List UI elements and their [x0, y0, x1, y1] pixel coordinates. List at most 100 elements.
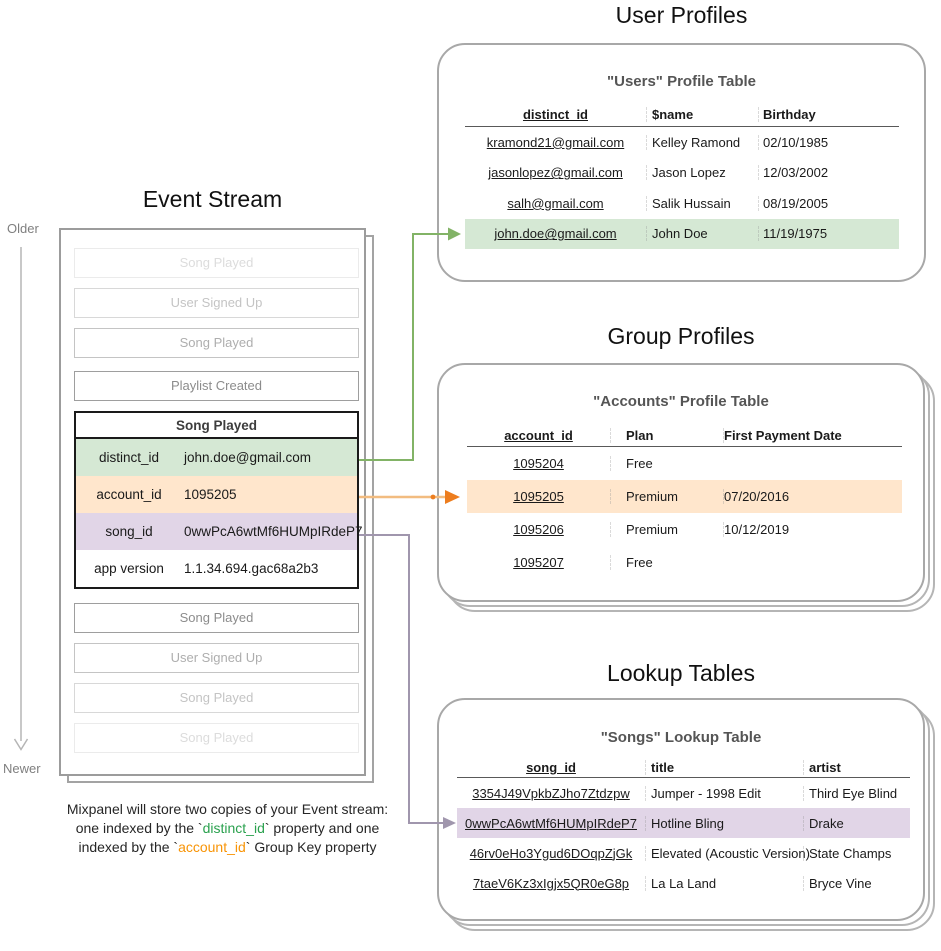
property-key: distinct_id: [98, 450, 160, 465]
table-row-highlighted: 0wwPcA6wtMf6HUMpIRdeP7 Hotline Bling Dra…: [457, 808, 910, 838]
caption: Mixpanel will store two copies of your E…: [25, 800, 430, 857]
column-header: title: [645, 760, 803, 775]
cell-plan: Free: [610, 555, 723, 570]
older-label: Older: [7, 221, 39, 236]
users-table: distinct_id $name Birthday kramond21@gma…: [465, 103, 899, 249]
songs-table: song_id title artist 3354J49VpkbZJho7Ztd…: [457, 758, 910, 898]
cell-song-id: 7taeV6Kz3xIgjx5QR0eG8p: [472, 875, 630, 891]
table-row: jasonlopez@gmail.com Jason Lopez 12/03/2…: [465, 158, 899, 189]
event-property-app-version: app version 1.1.34.694.gac68a2b3: [76, 550, 357, 587]
event-box: Song Played: [74, 328, 359, 358]
cell-song-id: 0wwPcA6wtMf6HUMpIRdeP7: [465, 815, 637, 831]
cell-artist: Third Eye Blind: [803, 785, 910, 801]
newer-label: Newer: [3, 761, 41, 776]
table-row: 7taeV6Kz3xIgjx5QR0eG8p La La Land Bryce …: [457, 868, 910, 898]
cell-birthday: 02/10/1985: [758, 134, 899, 150]
table-header-row: account_id Plan First Payment Date: [467, 425, 902, 447]
property-value: 0wwPcA6wtMf6HUMpIRdeP7: [184, 524, 363, 539]
property-key: song_id: [105, 524, 153, 539]
column-header: song_id: [526, 760, 576, 775]
accounts-table: account_id Plan First Payment Date 10952…: [467, 425, 902, 579]
event-property-account-id: account_id 1095205: [76, 476, 357, 513]
cell-name: Jason Lopez: [646, 165, 758, 181]
table-row: salh@gmail.com Salik Hussain 08/19/2005: [465, 188, 899, 219]
caption-text: ` Group Key property: [245, 839, 377, 855]
column-header: distinct_id: [522, 107, 588, 122]
table-row: 1095204 Free: [467, 447, 902, 480]
caption-line: one indexed by the `distinct_id` propert…: [25, 819, 430, 838]
column-header: account_id: [504, 428, 573, 443]
songs-table-title: "Songs" Lookup Table: [600, 729, 762, 746]
lookup-tables-card: "Songs" Lookup Table song_id title artis…: [437, 698, 925, 921]
table-row: kramond21@gmail.com Kelley Ramond 02/10/…: [465, 127, 899, 158]
cell-distinct-id: jasonlopez@gmail.com: [488, 165, 623, 181]
caption-line: Mixpanel will store two copies of your E…: [66, 801, 389, 817]
caption-text: ` property and one: [264, 820, 380, 836]
cell-title: Elevated (Acoustic Version): [645, 845, 810, 861]
table-row-highlighted: 1095205 Premium 07/20/2016: [467, 480, 902, 513]
caption-line: indexed by the `account_id` Group Key pr…: [25, 838, 430, 857]
property-value: 1.1.34.694.gac68a2b3: [184, 561, 319, 576]
cell-first-payment-date: 07/20/2016: [723, 489, 902, 504]
table-row: 46rv0eHo3Ygud6DOqpZjGk Elevated (Acousti…: [457, 838, 910, 868]
column-header: $name: [646, 107, 758, 122]
cell-plan: Premium: [610, 489, 723, 504]
column-header: Plan: [610, 428, 723, 443]
cell-distinct-id: john.doe@gmail.com: [494, 226, 617, 242]
cell-song-id: 46rv0eHo3Ygud6DOqpZjGk: [469, 845, 633, 861]
expanded-event-name: Song Played: [76, 413, 357, 439]
event-box: Song Played: [74, 723, 359, 753]
cell-distinct-id: kramond21@gmail.com: [486, 134, 625, 150]
cell-birthday: 08/19/2005: [758, 195, 899, 211]
cell-title: Hotline Bling: [645, 815, 803, 831]
cell-artist: State Champs: [803, 845, 910, 861]
cell-name: John Doe: [646, 226, 758, 242]
cell-title: La La Land: [645, 875, 803, 891]
users-table-title: "Users" Profile Table: [607, 73, 756, 90]
table-row: 3354J49VpkbZJho7Ztdzpw Jumper - 1998 Edi…: [457, 778, 910, 808]
event-box: User Signed Up: [74, 288, 359, 318]
property-key: app version: [94, 561, 164, 576]
column-header: First Payment Date: [723, 428, 902, 443]
event-box: Song Played: [74, 603, 359, 633]
cell-artist: Bryce Vine: [803, 875, 910, 891]
column-header: Birthday: [758, 107, 899, 122]
event-property-distinct-id: distinct_id john.doe@gmail.com: [76, 439, 357, 476]
cell-birthday: 11/19/1975: [758, 226, 899, 242]
cell-name: Kelley Ramond: [646, 134, 758, 150]
cell-artist: Drake: [803, 815, 910, 831]
user-profiles-section-title: User Profiles: [615, 2, 748, 28]
cell-first-payment-date: 10/12/2019: [723, 522, 902, 537]
cell-title: Jumper - 1998 Edit: [645, 785, 803, 801]
cell-birthday: 12/03/2002: [758, 165, 899, 181]
table-row: 1095206 Premium 10/12/2019: [467, 513, 902, 546]
lookup-tables-section-title: Lookup Tables: [607, 660, 755, 686]
event-property-song-id: song_id 0wwPcA6wtMf6HUMpIRdeP7: [76, 513, 363, 550]
property-key: account_id: [96, 487, 162, 502]
caption-text: indexed by the `: [78, 839, 179, 855]
group-profiles-card: "Accounts" Profile Table account_id Plan…: [437, 363, 925, 602]
cell-account-id: 1095205: [513, 489, 564, 504]
expanded-event: Song Played distinct_id john.doe@gmail.c…: [74, 411, 363, 589]
cell-name: Salik Hussain: [646, 195, 758, 211]
table-row-highlighted: john.doe@gmail.com John Doe 11/19/1975: [465, 218, 899, 249]
distinct-id-keyword: distinct_id: [202, 820, 265, 836]
accounts-table-title: "Accounts" Profile Table: [593, 393, 769, 410]
cell-song-id: 3354J49VpkbZJho7Ztdzpw: [472, 785, 630, 801]
caption-text: one indexed by the `: [75, 820, 203, 836]
account-id-keyword: account_id: [178, 839, 246, 855]
cell-distinct-id: salh@gmail.com: [507, 195, 604, 211]
event-box: Song Played: [74, 248, 359, 278]
user-profiles-card: "Users" Profile Table distinct_id $name …: [437, 43, 926, 282]
cell-account-id: 1095204: [513, 456, 564, 471]
property-value: 1095205: [184, 487, 237, 502]
table-header-row: song_id title artist: [457, 758, 910, 778]
event-stream-title: Event Stream: [142, 186, 283, 212]
cell-account-id: 1095206: [513, 522, 564, 537]
cell-plan: Free: [610, 456, 723, 471]
event-box: Playlist Created: [74, 371, 359, 401]
column-header: artist: [803, 760, 910, 775]
property-value: john.doe@gmail.com: [184, 450, 312, 465]
cell-account-id: 1095207: [513, 555, 564, 570]
